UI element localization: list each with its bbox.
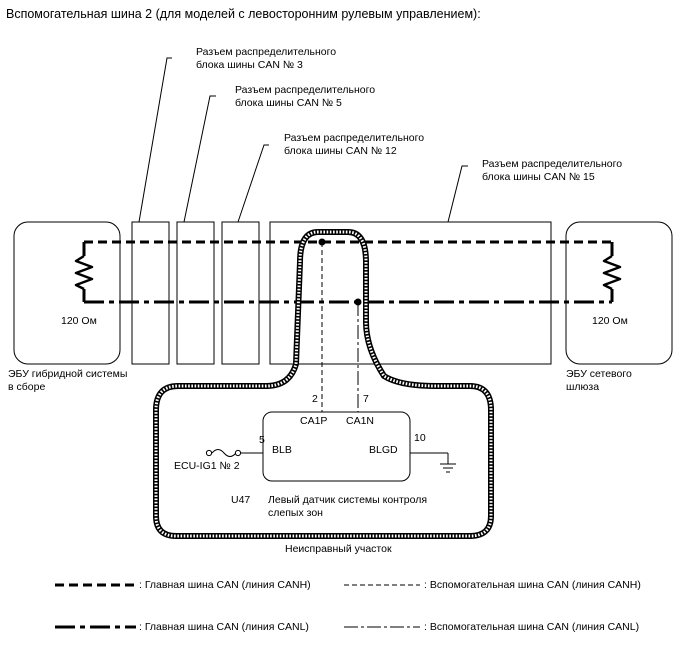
legend-sub-canl-text: : Вспомогательная шина CAN (линия CANL) — [424, 621, 640, 633]
faulty-area-outline-inner — [154, 230, 493, 538]
connector-15-label-line1: Разъем распределительного — [482, 158, 623, 170]
ecu-hybrid-box — [13, 221, 121, 365]
sensor-name-line2: слепых зон — [268, 507, 323, 519]
right-resistor-icon — [602, 254, 622, 291]
sensor-name-line1: Левый датчик системы контроля — [268, 494, 428, 506]
pin-ca1n-number: 7 — [363, 393, 369, 405]
pin-ca1p-label: CA1P — [300, 415, 328, 427]
leader-line-5 — [183, 95, 216, 223]
sensor-code: U47 — [231, 494, 251, 506]
connector-3-label-line1: Разъем распределительного — [196, 46, 337, 58]
connector-5-label-line2: блока шины CAN № 5 — [235, 97, 342, 109]
left-resistor-icon — [74, 254, 94, 291]
junction-connector-15-box — [269, 221, 552, 365]
ecu-gateway-box — [565, 221, 673, 365]
legend-main-canl-text: : Главная шина CAN (линия CANL) — [139, 621, 309, 633]
connector-12-label-line2: блока шины CAN № 12 — [284, 145, 397, 157]
ecu-hybrid-label-line2: в сборе — [8, 381, 46, 393]
fuse-label: ECU-IG1 № 2 — [174, 460, 240, 472]
ecu-hybrid-label-line1: ЭБУ гибридной системы — [8, 368, 128, 380]
ecu-gateway-label-line1: ЭБУ сетевого — [566, 368, 632, 380]
diagram-title: Вспомогательная шина 2 (для моделей с ле… — [6, 7, 481, 21]
pin-blgd-number: 10 — [414, 432, 426, 444]
pin-blb-label: BLB — [272, 444, 292, 456]
junction-connector-12-box — [221, 221, 260, 365]
fuse-icon — [211, 449, 237, 457]
connector-15-label-line2: блока шины CAN № 15 — [482, 171, 595, 183]
right-resistor-value: 120 Ом — [592, 315, 628, 327]
faulty-area-label: Неисправный участок — [285, 543, 392, 555]
faulty-area-outline — [153, 229, 494, 539]
fuse-terminal-left — [205, 449, 213, 457]
left-resistor-value: 120 Ом — [61, 315, 97, 327]
pin-ca1p-number: 2 — [312, 393, 318, 405]
legend-main-canh-text: : Главная шина CAN (линия CANH) — [139, 579, 311, 591]
junction-connector-3-box — [131, 221, 170, 365]
leader-line-15 — [447, 165, 468, 223]
pin-blb-number: 5 — [259, 434, 265, 446]
leader-line-3 — [138, 57, 172, 223]
pin-blgd-label: BLGD — [369, 444, 398, 456]
connector-12-label-line1: Разъем распределительного — [284, 132, 425, 144]
connector-3-label-line2: блока шины CAN № 3 — [196, 59, 303, 71]
connector-5-label-line1: Разъем распределительного — [235, 84, 376, 96]
sensor-box — [262, 411, 411, 482]
fuse-terminal-right — [234, 449, 242, 457]
pin-ca1n-label: CA1N — [346, 415, 375, 427]
legend-sub-canh-text: : Вспомогательная шина CAN (линия CANH) — [424, 579, 641, 591]
junction-connector-5-box — [176, 221, 215, 365]
leader-line-12 — [237, 144, 269, 223]
ecu-gateway-label-line2: шлюза — [566, 381, 600, 393]
